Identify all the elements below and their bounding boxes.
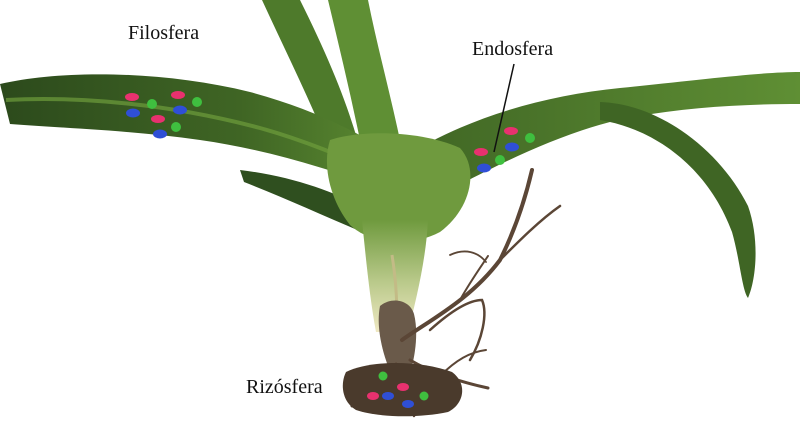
microbe-blue-icon [126,108,140,118]
microbe-pink-icon [474,148,488,156]
microbe-blue-icon [477,163,491,173]
lower-leaf [240,170,370,232]
arching-leaf [600,102,756,298]
rhizosphere-label: Rizósfera [246,376,323,398]
microbe-pink-icon [171,91,185,99]
upright-leaf-back [262,0,360,150]
microbe-blue-icon [382,392,394,400]
rosette-center [326,133,471,242]
microbe-green-icon [147,99,157,109]
endosphere-pointer-line [493,63,515,153]
microbe-pink-icon [367,392,379,400]
microbe-green-icon [192,97,202,107]
microbe-blue-icon [505,142,519,152]
right-leaf [400,72,800,205]
microbe-green-icon [495,155,505,165]
microbes-phyllosphere [125,91,202,139]
microbe-green-icon [525,133,535,143]
endosphere-label: Endosfera [472,38,554,60]
microbe-blue-icon [173,105,187,115]
upright-leaf-front [328,0,402,150]
microbe-green-icon [378,371,388,381]
microbe-blue-icon [153,129,167,139]
left-leaf [0,74,400,190]
microbe-blue-icon [402,400,414,408]
microbe-green-icon [419,391,429,401]
phyllosphere-label: Filosfera [128,22,200,44]
microbe-pink-icon [504,127,518,135]
microbes-endosphere [474,127,535,173]
microbe-green-icon [171,122,181,132]
microbe-pink-icon [397,383,409,391]
microbe-pink-icon [151,115,165,123]
microbe-pink-icon [125,93,139,101]
microbes-rhizosphere [367,371,429,408]
base-tuber [378,300,417,366]
